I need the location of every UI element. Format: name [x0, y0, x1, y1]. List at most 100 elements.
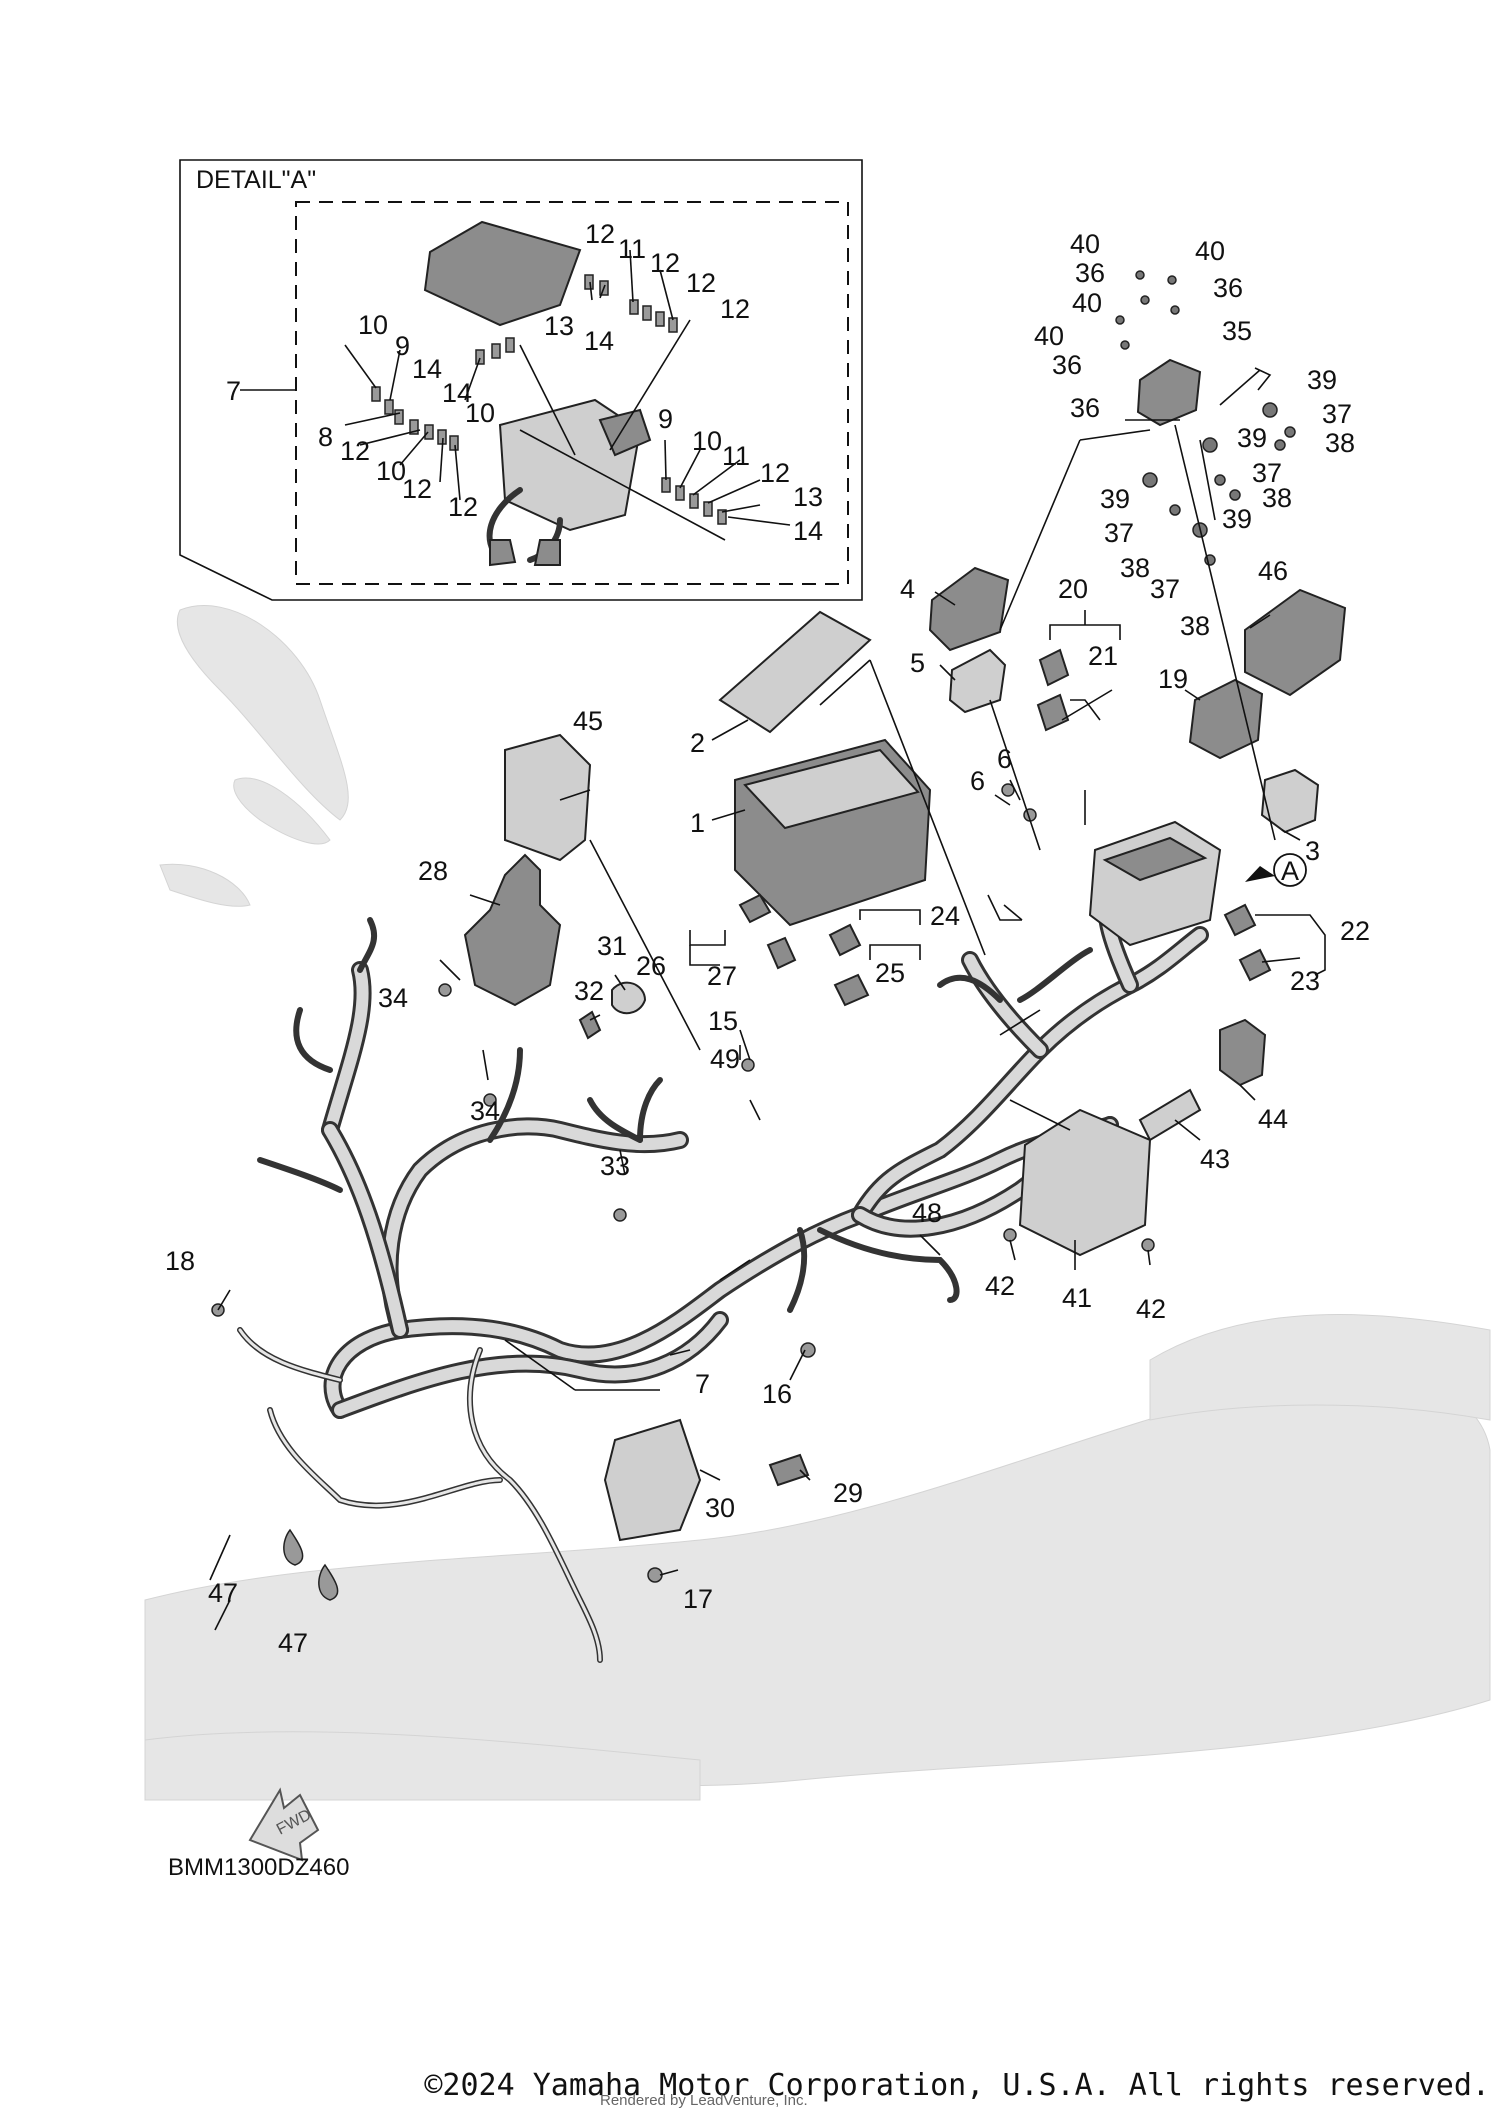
sensor-31-32 — [578, 981, 647, 1040]
detail-a-title: DETAIL"A" — [196, 166, 316, 194]
fuse-box-cover — [423, 220, 582, 327]
callout-12-d: 12 — [720, 294, 750, 324]
callout-38-d: 38 — [1180, 611, 1210, 641]
callout-36-d: 36 — [1070, 393, 1100, 423]
callout-24: 24 — [930, 901, 960, 931]
callout-40-c: 40 — [1072, 288, 1102, 318]
callout-1: 1 — [690, 808, 705, 838]
drawing-code: BMM1300DZ460 — [168, 1854, 349, 1881]
rendered-by-credit: Rendered by LeadVenture, Inc. — [600, 2092, 808, 2109]
callout-43: 43 — [1200, 1144, 1230, 1174]
callout-13-b: 13 — [793, 482, 823, 512]
callout-9-b: 9 — [658, 404, 673, 434]
battery-pad — [718, 610, 872, 734]
callout-10-c: 10 — [465, 398, 495, 428]
callout-37-d: 37 — [1150, 574, 1180, 604]
callout-15: 15 — [708, 1006, 738, 1036]
callout-8: 8 — [318, 422, 333, 452]
relay-20-21 — [1036, 648, 1070, 732]
callout-12-b: 12 — [650, 248, 680, 278]
callout-39-d: 39 — [1222, 504, 1252, 534]
callout-36-a: 36 — [1075, 258, 1105, 288]
callout-11-a: 11 — [618, 234, 646, 264]
relay-cover-5 — [948, 648, 1007, 714]
relay-44 — [1219, 1018, 1267, 1087]
fwd-arrow: FWD — [248, 1787, 320, 1862]
callout-21: 21 — [1088, 641, 1118, 671]
callout-38-c: 38 — [1120, 553, 1150, 583]
rectifier-46 — [1244, 588, 1347, 697]
callout-6-a: 6 — [970, 766, 985, 796]
callout-22: 22 — [1340, 916, 1370, 946]
battery — [734, 738, 932, 927]
callout-41: 41 — [1062, 1283, 1092, 1313]
callout-12-e: 12 — [340, 436, 370, 466]
mount-bracket-35 — [1136, 358, 1202, 427]
callout-33: 33 — [600, 1151, 630, 1181]
coupler-26-27 — [738, 893, 797, 970]
callout-12-a: 12 — [585, 219, 615, 249]
callout-39-a: 39 — [1307, 365, 1337, 395]
fuse-box-main — [1088, 820, 1222, 947]
fuse-box — [486, 398, 652, 567]
callout-40-b: 40 — [1195, 236, 1225, 266]
copyright-notice: ©2024 Yamaha Motor Corporation, U.S.A. A… — [424, 2068, 1490, 2103]
callout-36-c: 36 — [1052, 350, 1082, 380]
connector-43 — [1138, 1088, 1202, 1142]
ecu-45 — [504, 733, 592, 862]
callout-45: 45 — [573, 706, 603, 736]
main-leaders — [209, 367, 1326, 1631]
callout-30: 30 — [705, 1493, 735, 1523]
callout-6-b: 6 — [997, 744, 1012, 774]
callout-12-f: 12 — [402, 474, 432, 504]
callout-11-b: 11 — [722, 441, 750, 471]
callout-49: 49 — [710, 1044, 740, 1074]
callout-31: 31 — [597, 931, 627, 961]
callout-10-b: 10 — [376, 456, 406, 486]
callout-5: 5 — [910, 648, 925, 678]
callout-38-b: 38 — [1262, 483, 1292, 513]
callout-16: 16 — [762, 1379, 792, 1409]
callout-19: 19 — [1158, 664, 1188, 694]
callout-9-a: 9 — [395, 331, 410, 361]
callout-39-c: 39 — [1100, 484, 1130, 514]
callout-27: 27 — [707, 961, 737, 991]
callout-18: 18 — [165, 1246, 195, 1276]
detail-a-marker: A — [1245, 853, 1307, 887]
hardware-36-40 — [1115, 270, 1296, 566]
bands-clips — [211, 783, 1155, 1601]
callout-28: 28 — [418, 856, 448, 886]
callout-14-b: 14 — [412, 354, 442, 384]
motorcycle-ghost-background — [144, 605, 1491, 1801]
callout-12-c: 12 — [686, 268, 716, 298]
ecu-41 — [1018, 1108, 1152, 1257]
callout-39-b: 39 — [1237, 423, 1267, 453]
relay-3 — [1260, 768, 1320, 834]
coupler-22-23 — [1223, 903, 1272, 982]
detail-a-callouts: 7 8 9 9 10 10 10 10 11 11 12 12 12 12 12… — [226, 219, 823, 546]
callout-13-a: 13 — [544, 311, 574, 341]
callout-37-a: 37 — [1322, 399, 1352, 429]
callout-47-b: 47 — [278, 1628, 308, 1658]
callout-14-a: 14 — [584, 326, 614, 356]
connector-29 — [768, 1453, 810, 1487]
callout-42-a: 42 — [985, 1271, 1015, 1301]
callout-44: 44 — [1258, 1104, 1288, 1134]
callout-26: 26 — [636, 951, 666, 981]
callout-34-a: 34 — [378, 983, 408, 1013]
callout-35: 35 — [1222, 316, 1252, 346]
main-callouts: 1 2 3 4 5 6 6 7 15 16 17 18 19 20 21 22 … — [165, 229, 1370, 1658]
callout-12-h: 12 — [760, 458, 790, 488]
callout-10-a: 10 — [358, 310, 388, 340]
callout-10-d: 10 — [692, 426, 722, 456]
callout-34-b: 34 — [470, 1096, 500, 1126]
callout-37-c: 37 — [1104, 518, 1134, 548]
callout-3: 3 — [1305, 836, 1320, 866]
relay-cover-4 — [928, 566, 1010, 652]
callout-40-a: 40 — [1070, 229, 1100, 259]
main-harness — [237, 871, 1209, 1663]
callout-29: 29 — [833, 1478, 863, 1508]
callout-4: 4 — [900, 574, 915, 604]
callout-25: 25 — [875, 958, 905, 988]
